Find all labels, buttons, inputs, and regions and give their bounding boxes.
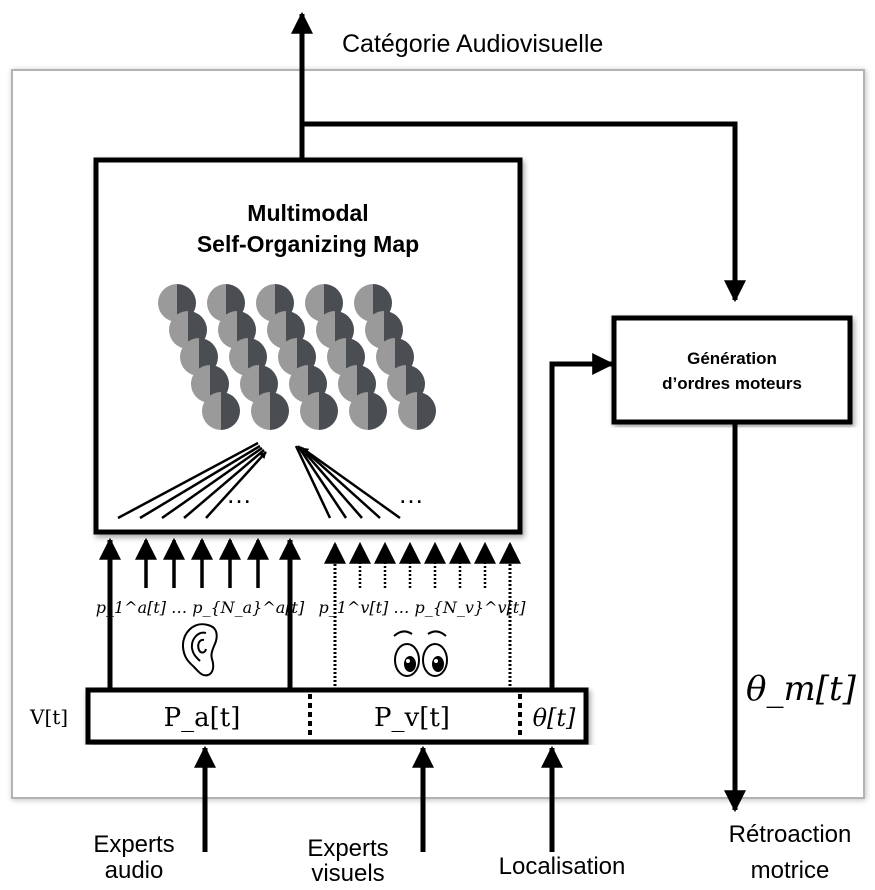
som-neuron — [349, 392, 387, 430]
input-localisation-label: Localisation — [499, 853, 626, 880]
motor-command-line1: Génération — [687, 349, 777, 368]
audio-fan-ellipsis: … — [226, 479, 252, 509]
audio-fan-in-lines — [117, 441, 267, 520]
input-audio-label-line1: Experts — [93, 831, 174, 858]
input-visual-label-line1: Experts — [307, 835, 388, 862]
som-neuron — [251, 392, 289, 430]
som-title-line1: Multimodal — [247, 200, 368, 226]
input-vector-bar — [85, 687, 589, 745]
som-title-line2: Self-Organizing Map — [197, 231, 419, 257]
visual-fan-ellipsis: … — [398, 479, 424, 509]
som-neuron — [398, 392, 436, 430]
motor-feedback-symbol: θ_m[t] — [746, 669, 857, 709]
audio-input-arrows — [99, 537, 301, 690]
audio-feature-arrows — [135, 537, 269, 588]
som-neuron-grid — [158, 284, 436, 430]
category-to-motor-connector — [302, 121, 746, 303]
motor-command-box — [611, 315, 853, 425]
audio-part-label: P_a[t] — [164, 703, 241, 733]
output-feedback-label-line1: Rétroaction — [729, 821, 852, 848]
visual-features-label: p_1^v[t] … p_{N_v}^v[t] — [319, 598, 527, 617]
input-visual-label-line2: visuels — [311, 860, 384, 887]
visual-feature-arrows — [349, 541, 496, 588]
som-neuron — [300, 392, 338, 430]
input-audio-label-line2: audio — [105, 857, 164, 884]
audio-features-label: p_1^a[t] … p_{N_a}^a[t] — [96, 598, 305, 617]
visual-input-arrows — [324, 541, 521, 690]
theta-part-label: θ[t] — [533, 704, 576, 732]
eyes-icon — [393, 630, 448, 677]
vector-label: V[t] — [29, 705, 68, 729]
visual-fan-in-lines — [294, 445, 401, 520]
som-neuron — [202, 392, 240, 430]
motor-command-line2: d’ordres moteurs — [662, 374, 802, 393]
ear-icon — [181, 623, 218, 677]
category-output-label: Catégorie Audiovisuelle — [342, 30, 603, 58]
visual-part-label: P_v[t] — [374, 703, 450, 733]
output-feedback-label-line2: motrice — [751, 857, 830, 884]
localisation-to-motor-connector — [549, 353, 615, 690]
